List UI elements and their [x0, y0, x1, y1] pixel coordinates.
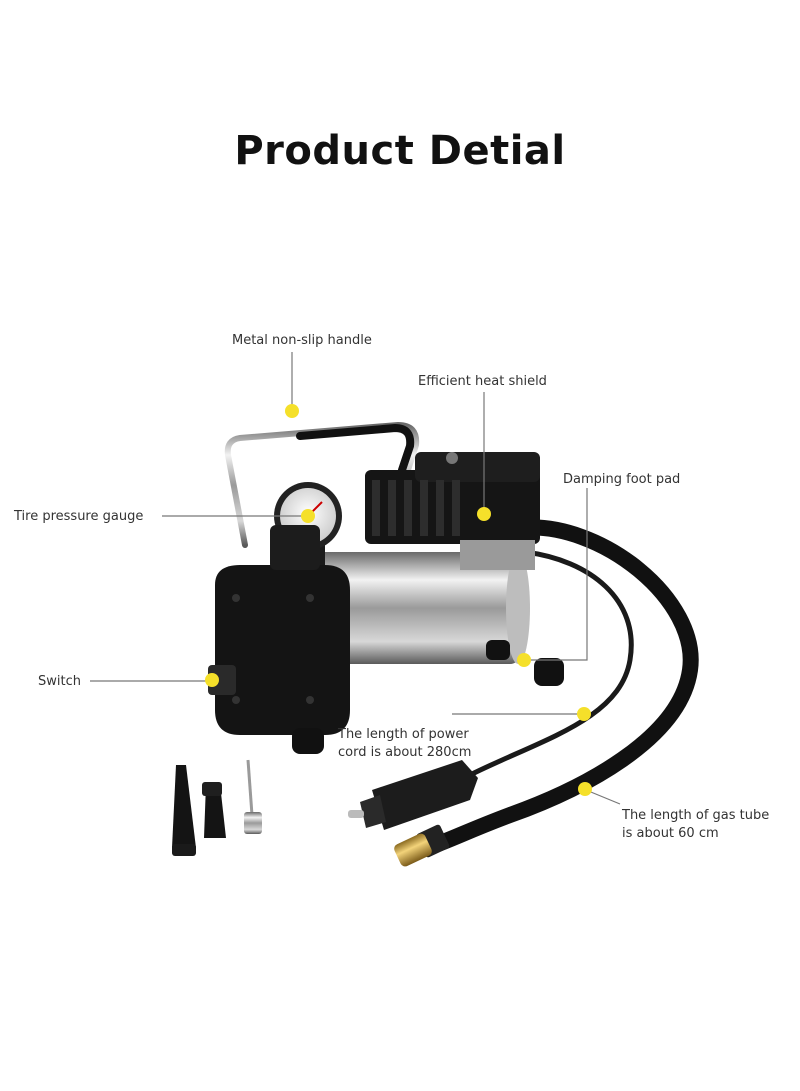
label-gas-tube: The length of gas tube is about 60 cm	[622, 808, 770, 841]
page-title: Product Detial	[234, 128, 566, 174]
feet	[292, 640, 564, 754]
label-switch: Switch	[38, 674, 81, 689]
label-handle: Metal non-slip handle	[232, 333, 372, 348]
power-cord	[467, 549, 634, 778]
cigarette-plug	[348, 760, 478, 830]
marker-dots	[205, 404, 592, 796]
motor-housing	[208, 525, 350, 735]
label-heat-shield: Efficient heat shield	[418, 374, 547, 389]
label-power-cord: The length of power cord is about 280cm	[338, 727, 472, 760]
leader-lines	[90, 352, 621, 805]
heat-shield	[365, 452, 540, 570]
label-gauge: Tire pressure gauge	[14, 509, 144, 524]
cylinder	[300, 552, 520, 664]
nozzle-adapters	[172, 759, 262, 856]
brass-connector	[394, 824, 450, 867]
label-foot-pad: Damping foot pad	[563, 472, 681, 487]
gas-tube	[427, 519, 699, 853]
